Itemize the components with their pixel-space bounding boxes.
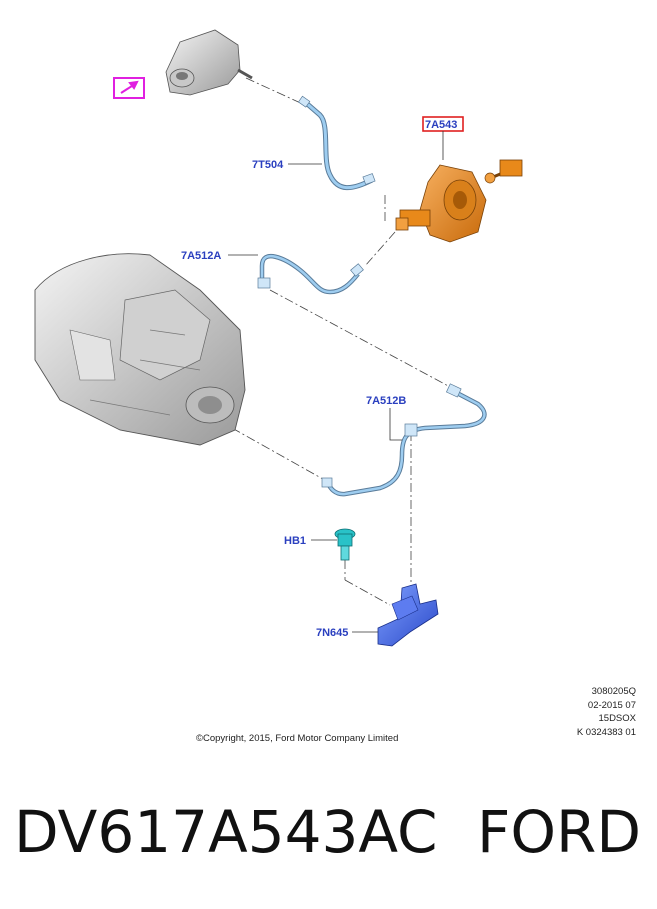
diagram-code: 3080205Q: [591, 686, 636, 697]
callout-leaders: [228, 131, 444, 633]
assembly-centerlines: [231, 77, 453, 606]
callout-HB1[interactable]: HB1: [284, 535, 306, 547]
callout-7A512A[interactable]: 7A512A: [181, 250, 221, 262]
diagram-date: 02-2015 07: [587, 699, 636, 711]
callout-7T504[interactable]: 7T504: [252, 159, 284, 171]
transmission-housing: [34, 253, 246, 446]
diagram-model-code: 15DSOX: [598, 713, 637, 724]
arrow-up-right-icon: [120, 80, 139, 94]
part-number: DV617A543AC: [14, 798, 438, 866]
clutch-pipe-lower: [321, 383, 487, 497]
brand-name: FORD: [477, 798, 641, 866]
bolt: [334, 528, 356, 561]
parts-diagram: 7T504 7A543 7A512A 7A512B HB1 7N645: [34, 29, 523, 647]
reservoir-hose: [297, 95, 376, 191]
pipe-bracket: [377, 583, 439, 647]
diagram-info-block: 3080205Q 02-2015 07 15DSOX K 0324383 01: [577, 685, 636, 739]
diagram-reference: K 0324383 01: [576, 726, 636, 738]
callout-7N645[interactable]: 7N645: [316, 627, 348, 639]
callout-7A543[interactable]: 7A543: [425, 119, 457, 131]
callout-7A512B[interactable]: 7A512B: [366, 395, 406, 407]
clutch-pipe-upper: [257, 253, 364, 295]
copyright-notice: ©Copyright, 2015, Ford Motor Company Lim…: [196, 733, 399, 744]
concentric-slave-cylinder: [395, 159, 523, 243]
fluid-reservoir: [165, 29, 253, 96]
reference-box[interactable]: [113, 77, 145, 99]
